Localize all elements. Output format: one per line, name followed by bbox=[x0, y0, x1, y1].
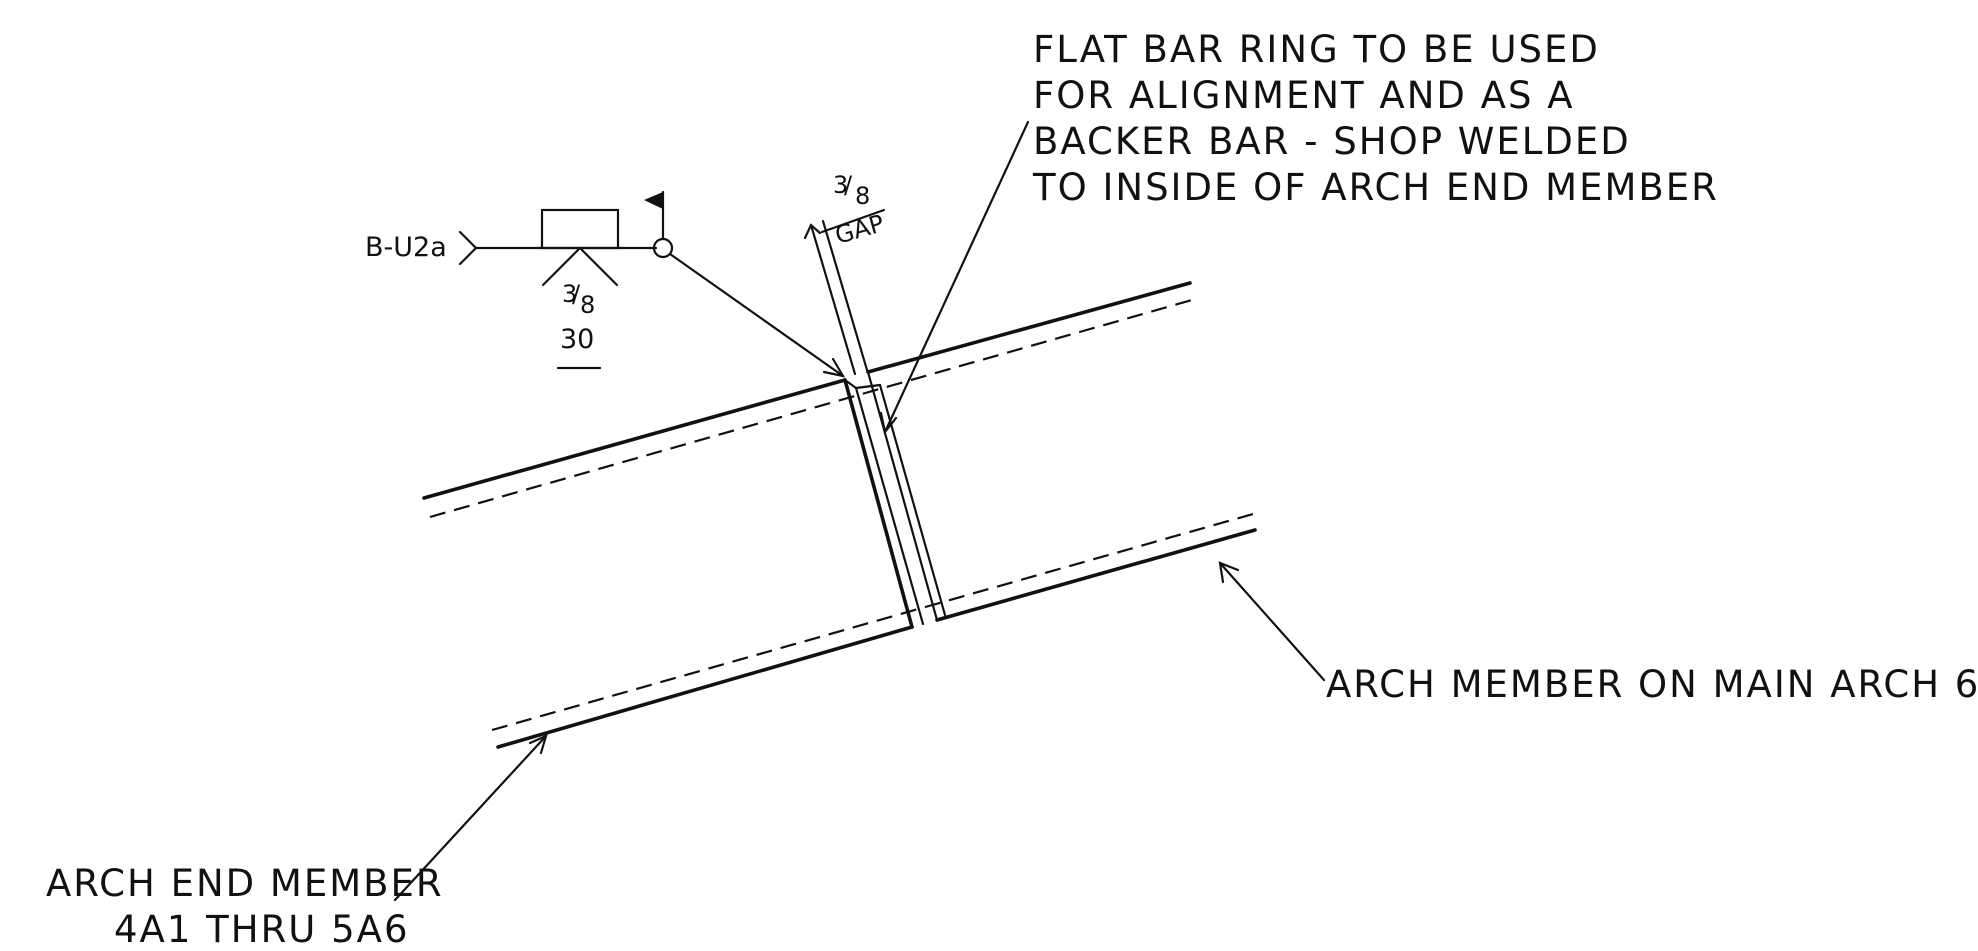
upper-wall-left-outer bbox=[422, 378, 847, 500]
arch-end-member-label-line-2: 4A1 THRU 5A6 bbox=[114, 908, 410, 951]
gap-numerator: 3 bbox=[833, 171, 848, 199]
joint-top-cap-right bbox=[854, 383, 882, 390]
backing-bar-symbol bbox=[540, 208, 620, 250]
gap-label: GAP bbox=[832, 209, 887, 250]
upper-arch-wall bbox=[422, 281, 1193, 519]
gap-denominator: 8 bbox=[855, 182, 870, 210]
lower-wall-left-outer bbox=[496, 625, 914, 749]
weld-tail bbox=[458, 230, 478, 266]
lower-wall-hidden-line bbox=[491, 512, 1254, 732]
flat-bar-leader-arrowhead bbox=[879, 411, 898, 435]
arch-end-member-label-line-1: ARCH END MEMBER bbox=[46, 862, 444, 905]
arch-member-leader-arrowhead bbox=[1218, 561, 1240, 584]
gap-extension-line-left bbox=[809, 223, 857, 376]
flat-bar-note-line-1: FLAT BAR RING TO BE USED bbox=[1033, 28, 1600, 71]
flat-bar-note-line-2: FOR ALIGNMENT AND AS A bbox=[1033, 74, 1575, 117]
joint-edge-3 bbox=[866, 370, 939, 622]
gap-fraction-bar bbox=[820, 208, 886, 234]
gap-fraction-slash: / bbox=[844, 171, 853, 199]
gap-extension-line-right bbox=[821, 219, 869, 372]
joint-edge-2 bbox=[854, 386, 925, 626]
gap-arrowhead bbox=[803, 223, 822, 240]
field-weld-flag-icon bbox=[644, 192, 663, 209]
flat-bar-note: FLAT BAR RING TO BE USED FOR ALIGNMENT A… bbox=[879, 28, 1719, 435]
gap-dimension: 3 / 8 GAP bbox=[803, 171, 887, 376]
arch-end-member-leader-arrowhead bbox=[528, 734, 548, 755]
arch-member-label: ARCH MEMBER ON MAIN ARCH 6A7 bbox=[1326, 663, 1978, 706]
lower-arch-wall bbox=[491, 512, 1257, 749]
v-groove-right bbox=[578, 246, 619, 287]
weld-size-numerator: 3 bbox=[562, 280, 577, 308]
arch-end-member-note: ARCH END MEMBER 4A1 THRU 5A6 bbox=[46, 734, 548, 951]
arch-member-note: ARCH MEMBER ON MAIN ARCH 6A7 bbox=[1218, 561, 1978, 706]
weld-leader-arrowhead bbox=[822, 357, 846, 378]
arch-end-member-leader-line bbox=[393, 734, 548, 902]
weld-symbol: B-U2a 3 / 8 30 bbox=[365, 190, 846, 378]
weld-reference-label: B-U2a bbox=[365, 232, 447, 263]
upper-wall-hidden-line bbox=[429, 298, 1193, 519]
lower-wall-right-outer bbox=[935, 528, 1257, 622]
weld-leader-line bbox=[668, 252, 845, 378]
v-groove-left bbox=[541, 246, 582, 287]
flat-bar-leader-line bbox=[883, 120, 1030, 434]
flat-bar-note-line-4: TO INSIDE OF ARCH END MEMBER bbox=[1032, 166, 1719, 209]
joint-left-edge bbox=[843, 378, 914, 629]
joint-top-cap bbox=[843, 378, 858, 390]
weld-size-slash: / bbox=[572, 280, 581, 308]
weld-groove-angle: 30 bbox=[560, 324, 594, 355]
flat-bar-note-line-3: BACKER BAR - SHOP WELDED bbox=[1033, 120, 1631, 163]
weld-size-denominator: 8 bbox=[580, 291, 595, 319]
upper-wall-right-outer bbox=[866, 281, 1192, 374]
arch-member-leader-line bbox=[1218, 561, 1326, 682]
